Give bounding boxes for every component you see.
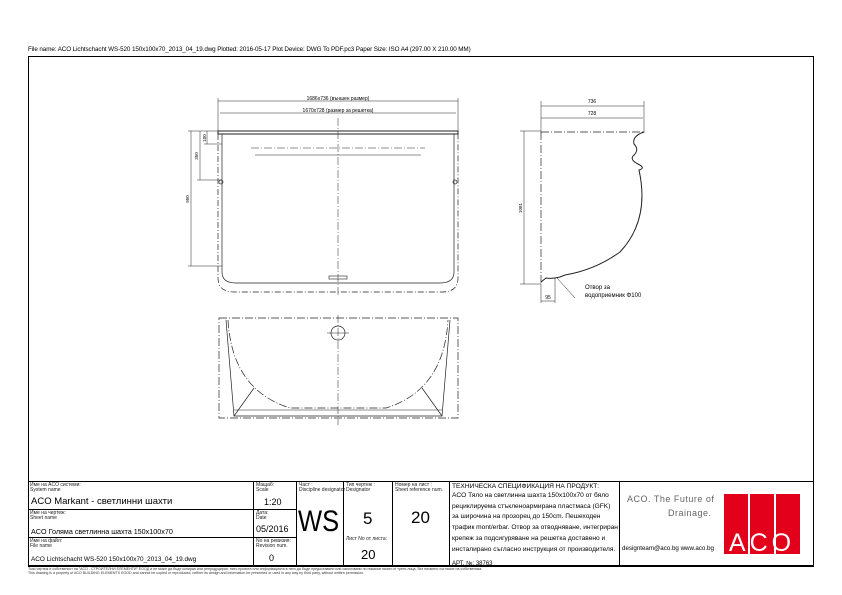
- file-label-en: File name: [30, 543, 52, 549]
- system-label-bg: Име на ACO системи:: [30, 482, 81, 488]
- sheet-value: ACO Голяма светлинна шахта 150x100x70: [31, 527, 173, 536]
- brand-tagline-2: Drainage.: [668, 508, 712, 518]
- date-value: 05/2016: [256, 524, 289, 534]
- drain-note-line-1: Отвор за: [585, 285, 611, 291]
- spec-body: ACO Тяло на светлинна шахта 150x100x70 о…: [452, 492, 618, 553]
- plan-curve: [227, 319, 449, 409]
- scale-label-bg: Мащаб:: [256, 482, 275, 488]
- dim-728-label: 728: [588, 111, 597, 117]
- copyright-bg: Този чертеж е собственост на "ACO - СТРО…: [28, 567, 483, 571]
- dim-outer-label: 1686x736 (външен размер): [307, 96, 370, 102]
- sheet-of-value: 20: [361, 547, 376, 562]
- drawing-frame: [28, 56, 814, 566]
- system-value: ACO Markant - светлинни шахти: [31, 496, 173, 507]
- discipline-value: WS: [298, 505, 340, 538]
- dim-95-label: 95: [545, 295, 551, 301]
- sheet-label-bg: Име на чертеж:: [30, 510, 66, 516]
- date-label-en: Date: [256, 515, 267, 521]
- system-label-en: System name: [30, 487, 61, 493]
- plan-outline: [218, 317, 459, 419]
- sheet-ref-value: 20: [411, 508, 430, 527]
- plot-header: File name: ACO Lichtschacht WS-520 150x1…: [28, 46, 471, 53]
- dim-1081-label: 1081: [518, 202, 523, 213]
- spec-article: АРТ. №: 38763: [452, 561, 493, 568]
- dim-100-label: 100: [202, 134, 207, 142]
- fixing-point-left: [218, 179, 224, 185]
- sheet-ref-label-bg: Номер на лист :: [395, 482, 432, 488]
- brand-contact: designteam@aco.bg www.aco.bg: [622, 545, 714, 552]
- dim-950-label: 950: [185, 195, 190, 203]
- rev-label-bg: No на ревизия:: [256, 538, 291, 544]
- copyright-footer: Този чертеж е собственост на "ACO - СТРО…: [28, 567, 482, 576]
- file-label-bg: Име на файл:: [30, 538, 63, 544]
- drain-outlet: [328, 275, 348, 280]
- plan-view: [218, 315, 459, 425]
- discipline-label-en: Discipline designator: [299, 487, 346, 493]
- file-value: ACO Lichtschacht WS-520 150x100x70_2013_…: [31, 556, 197, 563]
- copyright-en: This drawing is a property of ACO BUILDI…: [28, 571, 365, 576]
- brand-tagline-1: ACO. The Future of: [627, 494, 715, 504]
- discipline-label-bg: Част :: [299, 482, 313, 488]
- body-inner: [221, 134, 455, 284]
- spec-cell: [449, 481, 620, 567]
- scale-label-en: Scale: [256, 487, 269, 493]
- leader-line: [556, 277, 576, 299]
- sheet-ref-label-en: Sheet reference num.: [395, 487, 444, 493]
- designator-label-en: Designator: [346, 487, 371, 493]
- side-view: [520, 101, 645, 303]
- aco-logo-text: ACO: [729, 529, 795, 554]
- sheet-label-en: Sheet name: [30, 515, 57, 521]
- date-label-bg: Дата:: [256, 510, 269, 516]
- product-spec: ТЕХНИЧЕСКА СПЕЦИФИКАЦИЯ НА ПРОДУКТ: ACO …: [452, 482, 618, 570]
- scale-value: 1:20: [264, 497, 282, 507]
- dim-grate-label: 1670x728 (размер за решетка): [303, 108, 374, 114]
- sheet-of-label: Лист No от листа:: [346, 536, 387, 542]
- side-profile: [540, 131, 645, 283]
- drain-note-line-2: водоприемник Φ100: [585, 293, 642, 299]
- rev-label-en: Revision num.: [256, 543, 288, 549]
- dim-736-label: 736: [588, 99, 597, 105]
- designator-label-bg: Тип чертеж :: [346, 482, 375, 488]
- fixing-point-right: [452, 179, 458, 185]
- spec-title: ТЕХНИЧЕСКА СПЕЦИФИКАЦИЯ НА ПРОДУКТ:: [452, 483, 600, 490]
- rev-value: 0: [269, 553, 275, 563]
- aco-logo: ACO: [724, 494, 800, 554]
- designator-value: 5: [363, 509, 373, 528]
- dim-350-label: 350: [194, 152, 199, 160]
- front-view: [188, 98, 459, 296]
